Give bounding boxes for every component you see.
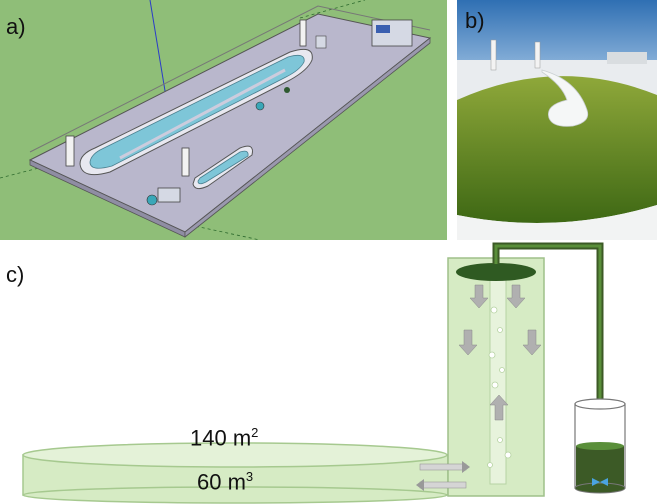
raceway-pond xyxy=(22,442,449,504)
panel-a-label: a) xyxy=(6,14,26,39)
algae-water xyxy=(457,76,657,223)
panel-b-label: b) xyxy=(465,8,485,33)
pond-volume-exponent: 3 xyxy=(245,469,254,484)
raceway-photo xyxy=(457,0,657,240)
airlift-column xyxy=(447,257,545,497)
pond-area-value: 140 m xyxy=(190,425,252,451)
panel-c-label: c) xyxy=(6,262,25,287)
pond-volume-label: 60 m3 xyxy=(197,469,253,495)
system-schematic xyxy=(22,242,626,504)
foam-cap xyxy=(456,263,536,281)
small-pond xyxy=(192,145,253,190)
collection-vessel xyxy=(574,398,626,494)
pond-volume-value: 60 m xyxy=(197,469,246,495)
flow-arrows xyxy=(458,284,542,421)
center-divider xyxy=(541,69,589,127)
large-pond xyxy=(79,48,313,176)
pond-area-exponent: 2 xyxy=(251,425,259,440)
pond-area-label: 140 m2 xyxy=(190,425,258,451)
bubbles xyxy=(487,306,512,468)
facility-3d-sketch xyxy=(0,0,447,240)
